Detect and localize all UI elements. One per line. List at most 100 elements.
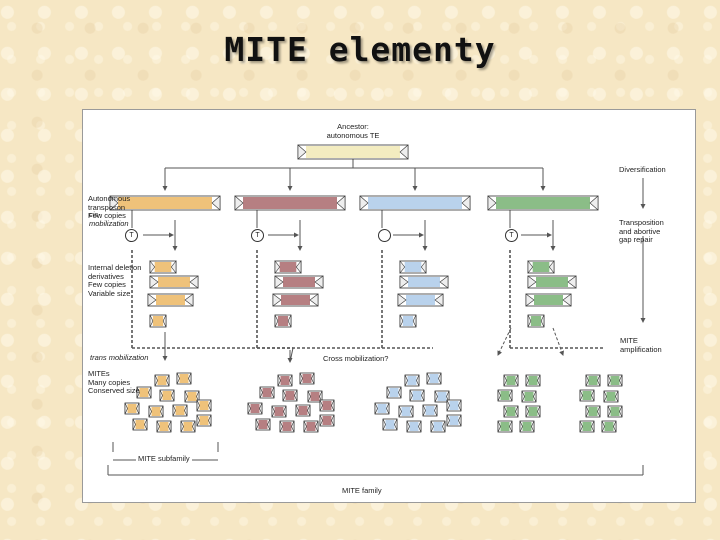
left-repeat (497, 389, 501, 402)
left-repeat (398, 405, 402, 418)
left-repeat (148, 405, 152, 418)
element-core (310, 392, 320, 401)
right-repeat (283, 405, 287, 418)
left-repeat (503, 405, 507, 418)
element-core (449, 416, 459, 425)
element-core (412, 391, 422, 400)
deletion-derivative-green (527, 275, 577, 289)
diagram-drawing (107, 144, 646, 476)
right-repeat (589, 195, 599, 211)
mite-copy-blue (446, 399, 462, 412)
left-repeat (149, 275, 159, 289)
mite-copy-orange (196, 414, 212, 427)
right-repeat (591, 420, 595, 433)
mite-copy-orange (176, 372, 192, 385)
left-repeat (196, 399, 200, 412)
left-repeat (149, 314, 154, 328)
element-core (385, 420, 395, 429)
left-repeat (274, 260, 281, 274)
autonomous-transposon-maroon (234, 195, 346, 211)
left-repeat (247, 402, 251, 415)
deletion-derivative-green (527, 260, 555, 274)
right-repeat (533, 390, 537, 403)
mite-diagram: Ancestor: autonomous TE Diversification … (82, 109, 696, 503)
left-repeat (430, 420, 434, 433)
deletion-derivative-green (527, 314, 545, 328)
left-repeat (124, 402, 128, 415)
left-repeat (277, 374, 281, 387)
element-core (306, 146, 400, 158)
deletion-derivative-blue (399, 260, 427, 274)
right-repeat (597, 374, 601, 387)
left-repeat (259, 386, 263, 399)
mite-subfamily-label: MITE subfamily (136, 454, 192, 464)
left-repeat (319, 414, 323, 427)
left-repeat (422, 404, 426, 417)
right-repeat (294, 389, 298, 402)
element-core (159, 422, 169, 431)
left-repeat (525, 374, 529, 387)
left-repeat (149, 260, 156, 274)
element-core (154, 262, 172, 272)
right-repeat (160, 405, 164, 418)
mite-copy-blue (409, 389, 425, 402)
right-repeat (184, 404, 188, 417)
element-core (500, 391, 510, 400)
deletion-derivative-orange (147, 293, 194, 307)
mite-copy-green (497, 420, 513, 433)
mite-copy-green (503, 405, 519, 418)
mite-copy-green (525, 374, 541, 387)
left-repeat (409, 389, 413, 402)
right-repeat (271, 386, 275, 399)
right-repeat (162, 314, 167, 328)
element-core (610, 376, 620, 385)
left-repeat (607, 374, 611, 387)
mite-copy-maroon (282, 389, 298, 402)
mite-copy-green (607, 405, 623, 418)
right-repeat (537, 405, 541, 418)
element-core (179, 374, 189, 383)
left-repeat (274, 314, 279, 328)
right-repeat (515, 374, 519, 387)
mite-copy-maroon (277, 374, 293, 387)
left-repeat (404, 374, 408, 387)
mite-copy-green (607, 374, 623, 387)
element-core (401, 407, 411, 416)
trans-mobilization-label: trans mobilization (90, 353, 149, 362)
element-core (582, 391, 592, 400)
element-core (532, 262, 550, 272)
element-core (449, 401, 459, 410)
element-core (281, 295, 310, 305)
mite-copy-maroon (319, 414, 335, 427)
right-repeat (540, 314, 545, 328)
left-repeat (374, 402, 378, 415)
mite-copy-green (585, 405, 601, 418)
left-repeat (607, 405, 611, 418)
mite-copy-maroon (303, 420, 319, 433)
autonomous-transposon-orange (109, 195, 221, 211)
deletion-derivative-maroon (274, 314, 292, 328)
element-core (588, 376, 598, 385)
right-repeat (509, 389, 513, 402)
element-core (407, 376, 417, 385)
element-core (500, 422, 510, 431)
element-core (409, 422, 419, 431)
mite-copy-green (521, 390, 537, 403)
right-repeat (619, 405, 623, 418)
right-repeat (461, 195, 471, 211)
mite-copy-orange (180, 420, 196, 433)
right-repeat (509, 420, 513, 433)
mite-copy-blue (434, 390, 450, 403)
deletion-derivative-maroon (274, 260, 302, 274)
mite-copy-orange (154, 374, 170, 387)
element-core (162, 391, 172, 400)
element-core (528, 407, 538, 416)
left-repeat (359, 195, 369, 211)
element-core (158, 277, 190, 287)
left-repeat (399, 260, 406, 274)
element-core (298, 406, 308, 415)
left-repeat (527, 314, 532, 328)
right-repeat (208, 414, 212, 427)
right-repeat (394, 418, 398, 431)
element-core (604, 422, 614, 431)
